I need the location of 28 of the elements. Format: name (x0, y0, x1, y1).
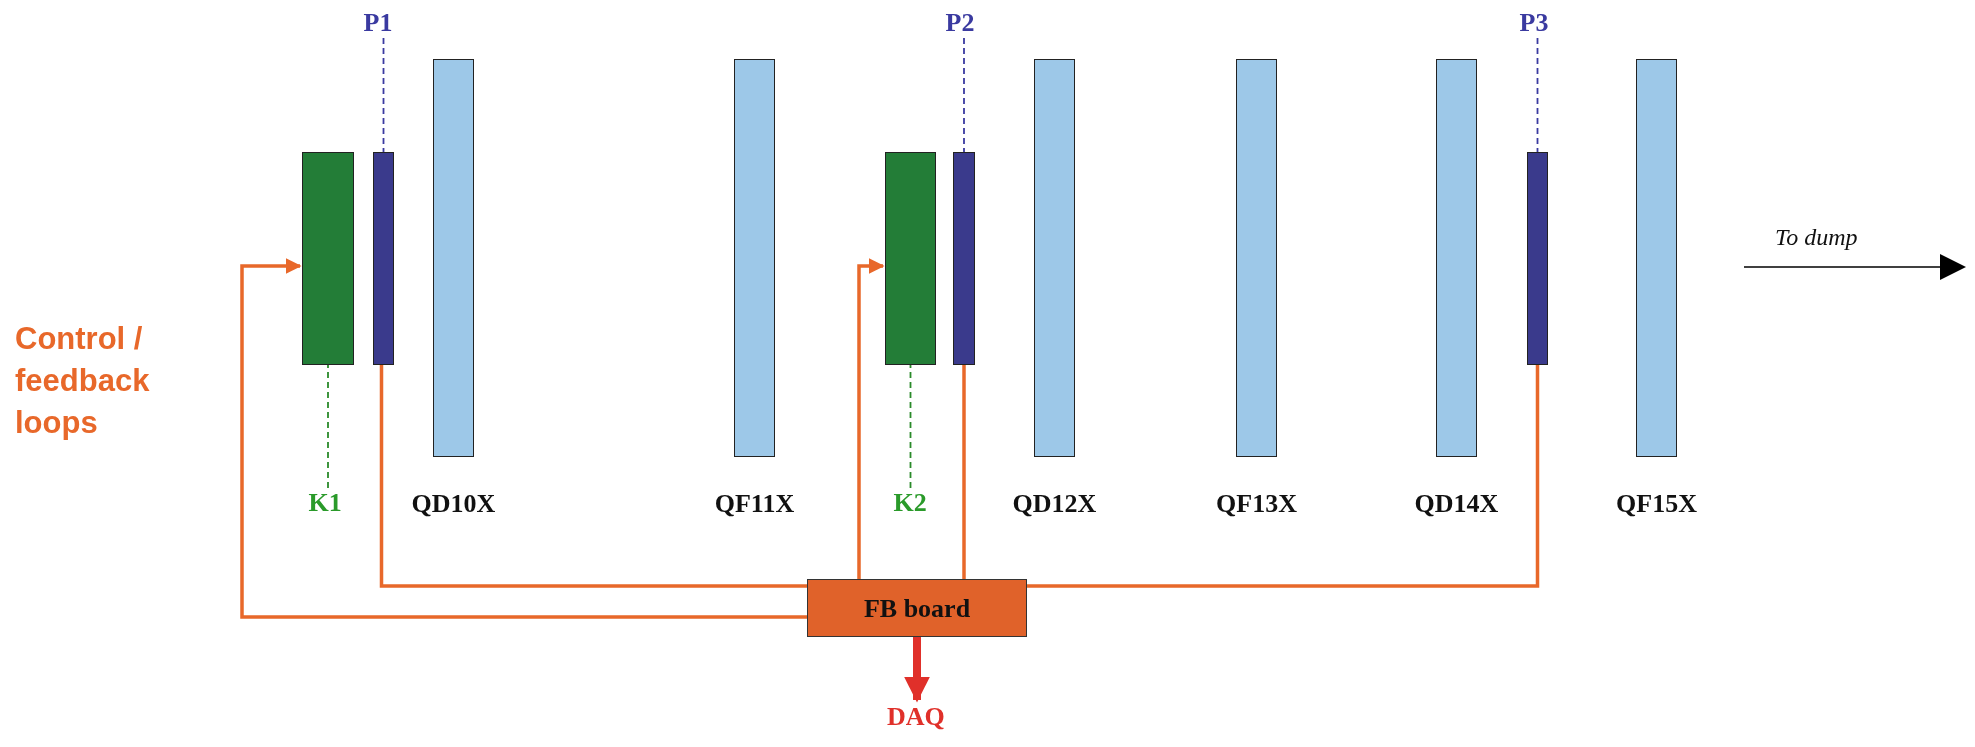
pickup-bar (373, 152, 394, 365)
output-label: DAQ (887, 702, 945, 732)
leader-line (327, 364, 329, 489)
board-box: FB board (807, 579, 1027, 637)
magnet-label: QF13X (1215, 489, 1298, 519)
magnet-label: QF15X (1615, 489, 1698, 519)
kicker-bar (302, 152, 354, 365)
probe-label: P1 (363, 8, 393, 38)
leader-line (909, 364, 912, 489)
arrow (904, 637, 930, 703)
note-text: Control / feedback loops (15, 320, 151, 442)
magnet-label: QD12X (1011, 489, 1098, 519)
arrow-label: To dump (1775, 223, 1858, 252)
kicker-label: K2 (893, 488, 927, 518)
arrow (240, 258, 807, 619)
probe-label: P3 (1519, 8, 1549, 38)
arrow (857, 258, 885, 579)
magnet-label: QD14X (1413, 489, 1500, 519)
leader-line (1536, 37, 1539, 153)
kicker-label: K1 (308, 488, 342, 518)
kicker-bar (885, 152, 936, 365)
probe-label: P2 (945, 8, 975, 38)
leader-line (382, 37, 385, 153)
magnet-label: QD10X (410, 489, 497, 519)
magnet-label: QF11X (713, 489, 796, 519)
leader-line (963, 37, 965, 153)
pickup-bar (953, 152, 975, 365)
pickup-bar (1527, 152, 1548, 365)
